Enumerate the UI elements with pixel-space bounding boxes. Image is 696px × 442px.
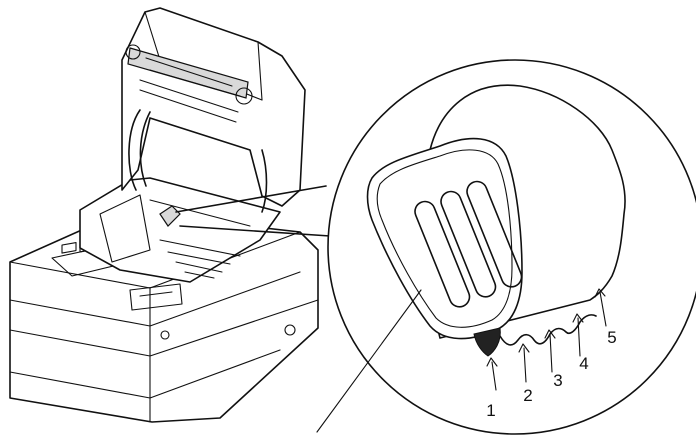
printer-illustration <box>9 7 319 423</box>
platen-roller <box>127 47 249 99</box>
leader-line <box>316 289 422 433</box>
position-arrows <box>486 288 607 391</box>
lever-knob-face <box>366 137 523 340</box>
position-label-2: 2 <box>523 386 532 405</box>
position-label-4: 4 <box>579 354 588 373</box>
callout-connector <box>175 185 331 237</box>
position-label-3: 3 <box>553 371 562 390</box>
magnified-view: 1 2 3 4 5 <box>327 59 696 435</box>
paper-guide-lever <box>159 205 181 227</box>
position-label-5: 5 <box>607 328 616 347</box>
grip-ridges <box>414 180 523 308</box>
position-label-1: 1 <box>486 401 495 420</box>
screw-icon <box>160 330 170 340</box>
hinge-arm <box>128 109 141 191</box>
power-switch-icon <box>284 324 296 336</box>
pointer-tip <box>473 327 501 357</box>
printer-cover <box>121 7 306 207</box>
paper-exit <box>129 283 183 311</box>
